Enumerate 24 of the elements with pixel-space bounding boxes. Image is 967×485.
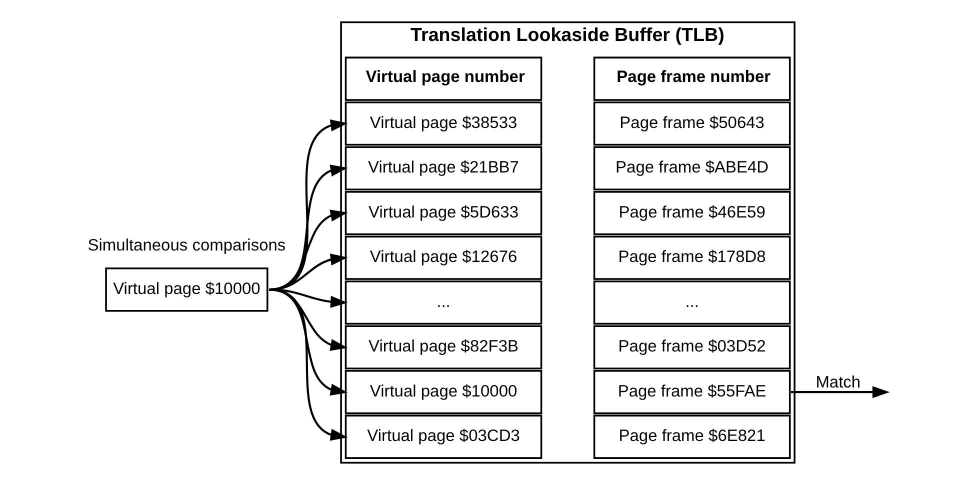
node-box: Page frame $55FAE: [592, 370, 790, 414]
node-box: Page frame number: [592, 56, 790, 101]
arrow: [268, 288, 348, 441]
edge-label: Match: [815, 374, 860, 392]
arrow: [268, 288, 348, 396]
node-box: Page frame $6E821: [592, 414, 790, 459]
node-box: ...: [344, 280, 542, 325]
node-box: Virtual page $5D633: [344, 190, 542, 236]
node-box: Virtual page number: [344, 56, 542, 101]
node-box: Virtual page $03CD3: [344, 414, 542, 459]
node-box: Page frame $03D52: [592, 325, 790, 370]
node-box: Virtual page $21BB7: [344, 146, 542, 190]
node-box: Virtual page $10000: [104, 268, 268, 312]
arrow: [790, 386, 890, 398]
node-box: Page frame $ABE4D: [592, 146, 790, 190]
label: Simultaneous comparisons: [87, 236, 286, 254]
node-box: ...: [592, 280, 790, 325]
node-box: Virtual page $82F3B: [344, 325, 542, 370]
node-box: Virtual page $12676: [344, 236, 542, 280]
node-box: Page frame $50643: [592, 101, 790, 146]
node-box: Page frame $46E59: [592, 190, 790, 236]
node-box: Virtual page $10000: [344, 370, 542, 414]
node-box: Page frame $178D8: [592, 236, 790, 280]
node-box: Virtual page $38533: [344, 101, 542, 146]
